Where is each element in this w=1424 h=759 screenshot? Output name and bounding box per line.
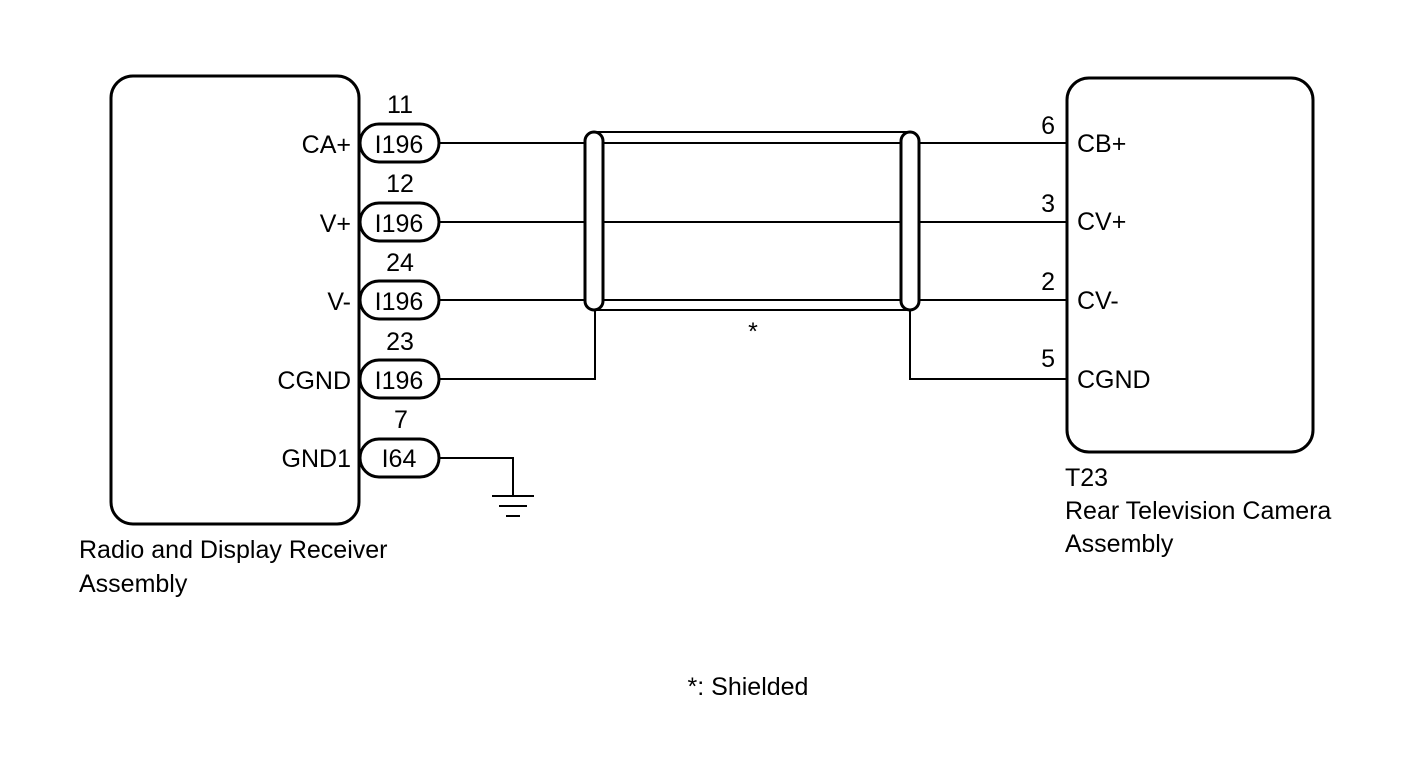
connector-pill-vplus [358,201,441,243]
right-component-name-line2: Assembly [1065,530,1174,558]
pin-number: 7 [394,406,408,434]
wire-gnd1 [439,457,514,496]
pin-number: 24 [386,249,414,277]
connector-id: I196 [375,367,424,395]
rear-camera-box [1065,76,1315,454]
left-component-name: Radio and Display Receiver [79,536,387,564]
pin-label: V+ [320,210,351,238]
connector-pill-gnd1 [358,437,441,479]
connector-id: I196 [375,131,424,159]
shield-marker: * [748,318,758,346]
pin-number: 2 [1041,268,1055,296]
connector-id: I196 [375,288,424,316]
pin-label: CV- [1077,287,1119,315]
shield-cap-right [899,130,921,312]
pin-number: 3 [1041,190,1055,218]
pin-label: CV+ [1077,208,1126,236]
pin-label: CB+ [1077,130,1126,158]
wire-cgnd-left [439,306,596,380]
pin-number: 11 [387,91,413,119]
pin-label: CGND [1077,366,1151,394]
ground-icon [492,495,534,517]
left-component-name-line2: Assembly [79,570,188,598]
shield-legend: *: Shielded [688,673,809,701]
connector-pill-vminus [358,279,441,321]
connector-pill-ca [358,122,441,164]
right-connector-id: T23 [1065,464,1108,492]
wire-cgnd-right [909,306,1067,380]
shield-sleeve [583,130,921,312]
connector-pill-cgnd [358,358,441,400]
pin-number: 23 [386,328,414,356]
connector-id: I64 [382,445,417,473]
pin-label: CGND [277,367,351,395]
pin-number: 5 [1041,345,1055,373]
connector-id: I196 [375,210,424,238]
pin-number: 6 [1041,112,1055,140]
shield-cap-left [583,130,605,312]
pin-label: GND1 [282,445,351,473]
right-component-name: Rear Television Camera [1065,497,1331,525]
pin-label: V- [327,288,351,316]
pin-label: CA+ [302,131,351,159]
pin-number: 12 [386,170,414,198]
